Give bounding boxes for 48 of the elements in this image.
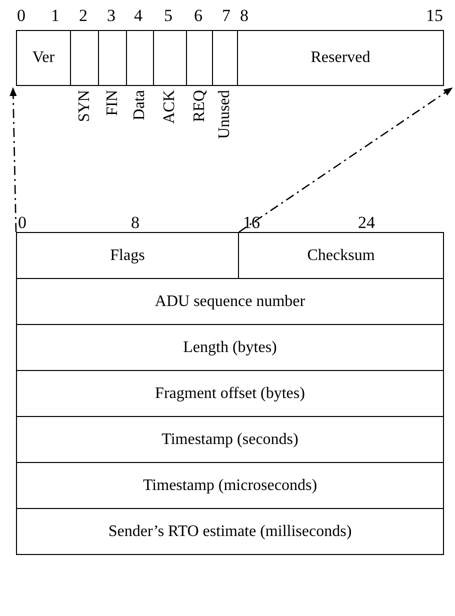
bit-number: 0 [17, 7, 26, 24]
bit-number: 3 [107, 7, 116, 24]
field-label: Checksum [307, 246, 375, 264]
bit-field-box [237, 30, 444, 86]
flag-label: REQ [192, 90, 208, 122]
bit-number: 15 [426, 7, 443, 24]
bit-field-box [16, 462, 444, 509]
field-label: Sender’s RTO estimate (milliseconds) [108, 522, 352, 540]
flag-label: Unused [217, 90, 233, 139]
bit-field-box [16, 508, 444, 555]
field-label: Fragment offset (bytes) [155, 384, 305, 402]
bit-field-box [153, 30, 187, 86]
flag-label: ACK [162, 90, 178, 124]
dash-dot-arrow [10, 87, 17, 232]
bit-field-box [16, 278, 444, 325]
field-label: Timestamp (seconds) [162, 430, 298, 448]
bit-field-box [16, 30, 71, 86]
bit-field-box [16, 324, 444, 371]
bit-field-box [126, 30, 154, 86]
bit-field-box [238, 232, 444, 279]
bit-number: 6 [194, 7, 202, 24]
bit-number: 24 [358, 214, 375, 231]
flag-label: SYN [76, 90, 92, 122]
field-label: Timestamp (microseconds) [142, 476, 318, 494]
field-label: Reserved [310, 49, 370, 67]
field-label: Ver [32, 49, 55, 67]
bit-number: 5 [164, 7, 172, 24]
flag-label: Data [132, 90, 148, 120]
bit-field-box [70, 30, 99, 86]
field-label: Flags [110, 246, 145, 264]
bit-number: 0 [18, 214, 26, 231]
bit-field-box [212, 30, 238, 86]
field-label: ADU sequence number [154, 292, 306, 310]
field-label: Length (bytes) [183, 338, 277, 356]
bit-number: 4 [134, 7, 142, 24]
bit-field-box [16, 370, 444, 417]
bit-field-box [98, 30, 127, 86]
flag-label: FIN [104, 90, 120, 116]
bit-field-box [16, 232, 239, 279]
bit-number: 16 [243, 214, 260, 231]
bit-number: 8 [131, 214, 140, 231]
bit-field-box [16, 416, 444, 463]
bit-number: 8 [240, 7, 248, 24]
dash-dot-arrow [238, 87, 453, 233]
bit-number: 1 [51, 7, 60, 24]
bit-number: 7 [222, 7, 230, 24]
bit-field-box [186, 30, 213, 86]
bit-number: 2 [79, 7, 88, 24]
